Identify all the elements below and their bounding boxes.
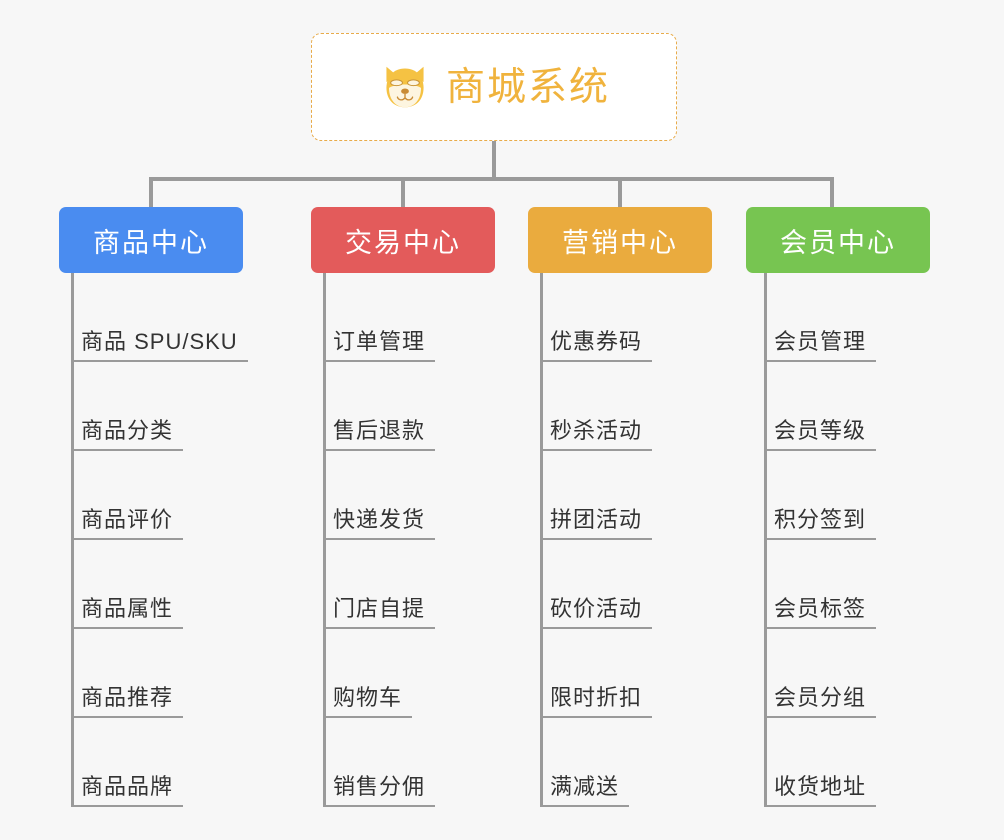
leaf-item[interactable]: 会员管理 [764,273,877,362]
connector-horizontal-bar [150,177,834,181]
category-header-trade-center[interactable]: 交易中心 [311,207,495,273]
connector-drop-marketing-center [618,177,622,208]
leaf-item[interactable]: 门店自提 [323,540,436,629]
leaf-label: 订单管理 [323,329,436,362]
root-title: 商城系统 [445,65,610,109]
leaf-item[interactable]: 商品评价 [71,451,248,540]
leaf-label: 秒杀活动 [540,418,653,451]
column-spine-product-center [71,273,74,807]
connector-drop-product-center [149,177,153,208]
leaf-item[interactable]: 订单管理 [323,273,436,362]
leaf-item[interactable]: 售后退款 [323,362,436,451]
leaf-item[interactable]: 商品属性 [71,540,248,629]
leaf-item[interactable]: 商品推荐 [71,629,248,718]
leaf-item[interactable]: 会员标签 [764,540,877,629]
leaf-item[interactable]: 满减送 [540,718,652,807]
leaf-item[interactable]: 砍价活动 [540,540,653,629]
leaf-item[interactable]: 商品品牌 [71,718,248,807]
leaf-label: 商品 SPU/SKU [71,329,248,362]
connector-drop-member-center [830,177,834,208]
leaf-item[interactable]: 购物车 [323,629,435,718]
leaf-label: 商品属性 [71,596,184,629]
leaf-item[interactable]: 秒杀活动 [540,362,653,451]
leaf-label: 商品分类 [71,418,184,451]
leaf-item[interactable]: 拼团活动 [540,451,653,540]
leaf-item[interactable]: 快递发货 [323,451,436,540]
shiba-dog-face-icon [386,66,424,108]
leaf-label: 会员管理 [764,329,877,362]
leaf-label: 会员标签 [764,596,877,629]
root-node[interactable]: 商城系统 [311,33,677,141]
leaf-item[interactable]: 商品分类 [71,362,248,451]
leaf-label: 限时折扣 [540,685,653,718]
category-header-product-center[interactable]: 商品中心 [59,207,243,273]
leaf-label: 会员分组 [764,685,877,718]
leaf-label: 商品评价 [71,507,184,540]
leaf-label: 销售分佣 [323,774,436,807]
leaf-item[interactable]: 会员分组 [764,629,877,718]
leaf-label: 积分签到 [764,507,877,540]
leaf-item[interactable]: 积分签到 [764,451,877,540]
leaf-label: 优惠券码 [540,329,653,362]
leaf-item[interactable]: 优惠券码 [540,273,653,362]
leaf-label: 拼团活动 [540,507,653,540]
leaf-label: 门店自提 [323,596,436,629]
leaf-label: 购物车 [323,685,413,718]
leaf-label: 收货地址 [764,774,877,807]
leaf-label: 砍价活动 [540,596,653,629]
column-spine-member-center [764,273,767,807]
leaf-item[interactable]: 限时折扣 [540,629,653,718]
connector-drop-trade-center [401,177,405,208]
category-header-member-center[interactable]: 会员中心 [746,207,930,273]
leaf-list-product-center: 商品 SPU/SKU 商品分类 商品评价 商品属性 商品推荐 商品品牌 [71,273,248,807]
column-spine-marketing-center [540,273,543,807]
leaf-label: 售后退款 [323,418,436,451]
leaf-item[interactable]: 商品 SPU/SKU [71,273,248,362]
leaf-list-marketing-center: 优惠券码 秒杀活动 拼团活动 砍价活动 限时折扣 满减送 [540,273,653,807]
leaf-label: 商品品牌 [71,774,184,807]
column-spine-trade-center [323,273,326,807]
leaf-label: 商品推荐 [71,685,184,718]
leaf-list-trade-center: 订单管理 售后退款 快递发货 门店自提 购物车 销售分佣 [323,273,436,807]
leaf-label: 会员等级 [764,418,877,451]
leaf-list-member-center: 会员管理 会员等级 积分签到 会员标签 会员分组 收货地址 [764,273,877,807]
leaf-label: 满减送 [540,774,630,807]
leaf-item[interactable]: 收货地址 [764,718,877,807]
leaf-item[interactable]: 销售分佣 [323,718,436,807]
connector-root-stem [492,141,496,179]
leaf-item[interactable]: 会员等级 [764,362,877,451]
category-header-marketing-center[interactable]: 营销中心 [528,207,712,273]
leaf-label: 快递发货 [323,507,436,540]
